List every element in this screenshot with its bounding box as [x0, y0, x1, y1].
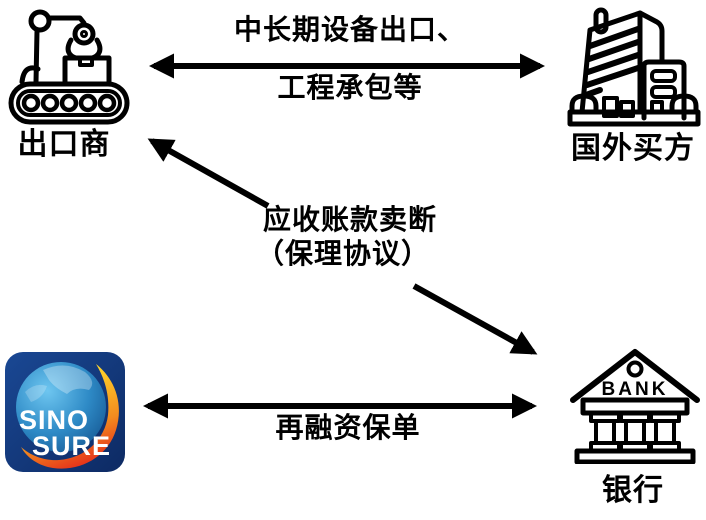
diagonal-edge-caption-line2: （保理协议） — [255, 239, 430, 270]
logo-landmass-2 — [25, 384, 47, 402]
top-edge-caption-line1: 中长期设备出口、 — [233, 15, 466, 46]
exporter-machine-icon — [8, 9, 130, 125]
bank-label: 银行 — [602, 474, 664, 507]
logo-word-sure: SURE — [32, 431, 111, 461]
foreign-buyer-building-icon — [567, 7, 701, 127]
logo-landmass — [43, 365, 93, 394]
diagonal-arrow-upper-segment — [147, 138, 270, 209]
diagonal-edge-caption-line1: 应收账款卖断 — [262, 205, 437, 236]
exporter-label: 出口商 — [17, 128, 111, 161]
bank-sign-text: BANK — [602, 379, 669, 400]
logo-swirl — [21, 364, 119, 469]
logo-globe — [16, 362, 106, 452]
bottom-edge-caption: 再融资保单 — [275, 413, 421, 444]
bank-building-icon: BANK — [570, 349, 700, 464]
foreign-buyer-label: 国外买方 — [571, 132, 695, 165]
sinosure-logo: SINO SURE — [5, 352, 125, 472]
logo-word-sino: SINO — [19, 405, 89, 435]
diagonal-arrow-lower-segment — [412, 283, 538, 355]
top-edge-caption-line2: 工程承包等 — [277, 73, 423, 104]
